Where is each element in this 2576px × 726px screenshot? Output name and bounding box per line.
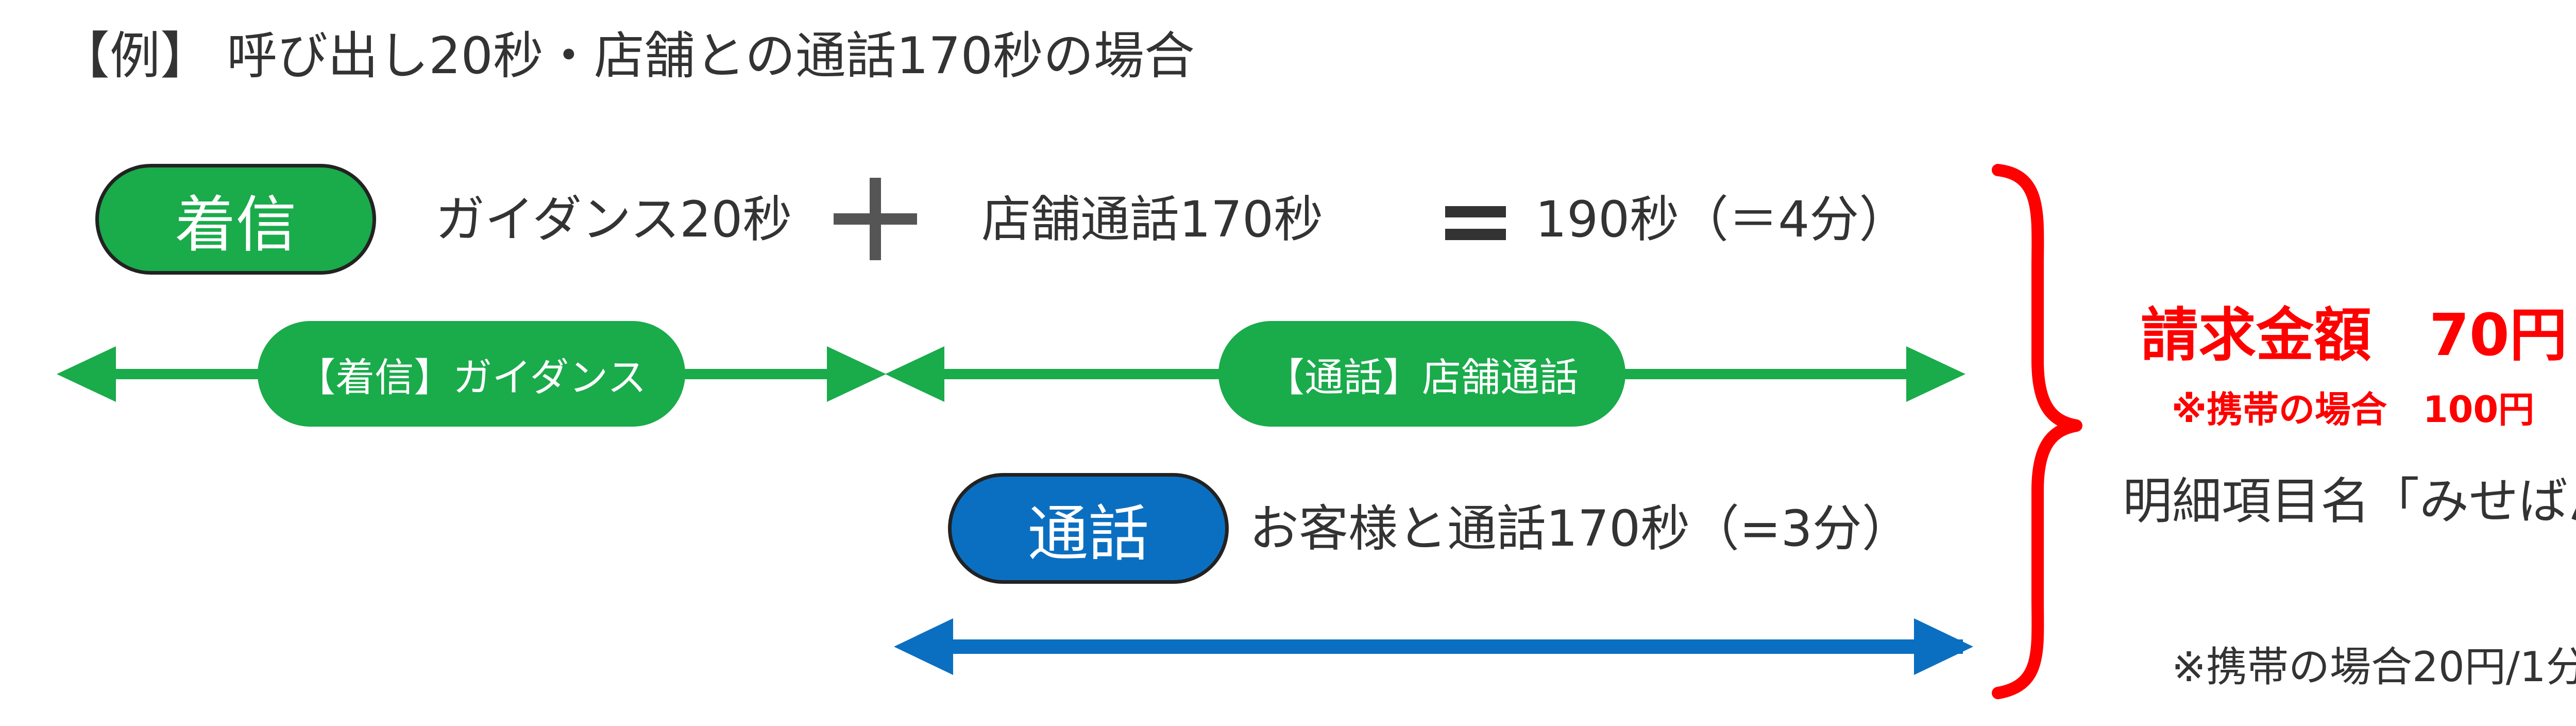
equals-sign (1445, 206, 1506, 240)
incoming-badge: 着信 (95, 164, 376, 275)
store-call-arrow-label-text: 【通話】店舗通話 (1265, 354, 1579, 400)
customer-call-duration: お客様と通話170秒（=3分） (1249, 500, 1911, 558)
call-badge: 通話 (948, 473, 1229, 584)
example-title: 【例】 呼び出し20秒・店舗との通話170秒の場合 (59, 27, 1195, 86)
mobile-rate-note: ※携帯の場合20円/1分 (2172, 643, 2576, 691)
store-call-duration: 店舗通話170秒 (981, 191, 1324, 248)
guidance-duration: ガイダンス20秒 (435, 191, 792, 248)
billing-mobile-amount: ※携帯の場合 100円 (2172, 389, 2535, 431)
incoming-badge-label: 着信 (175, 189, 297, 260)
store-call-arrow-label: 【通話】店舗通話 (1218, 321, 1625, 427)
line-item-name: 明細項目名「みせばん」 (2123, 472, 2576, 530)
guidance-arrow-label-text: 【着信】ガイダンス (296, 354, 647, 400)
billing-amount: 請求金額 70円 (2141, 302, 2567, 369)
customer-call-arrow (894, 618, 1973, 675)
right-brace (1992, 164, 2082, 699)
call-badge-label: 通話 (1027, 498, 1149, 569)
guidance-arrow-label: 【着信】ガイダンス (258, 321, 685, 427)
total-duration: 190秒（＝4分） (1535, 191, 1909, 248)
plus-sign (834, 178, 917, 260)
